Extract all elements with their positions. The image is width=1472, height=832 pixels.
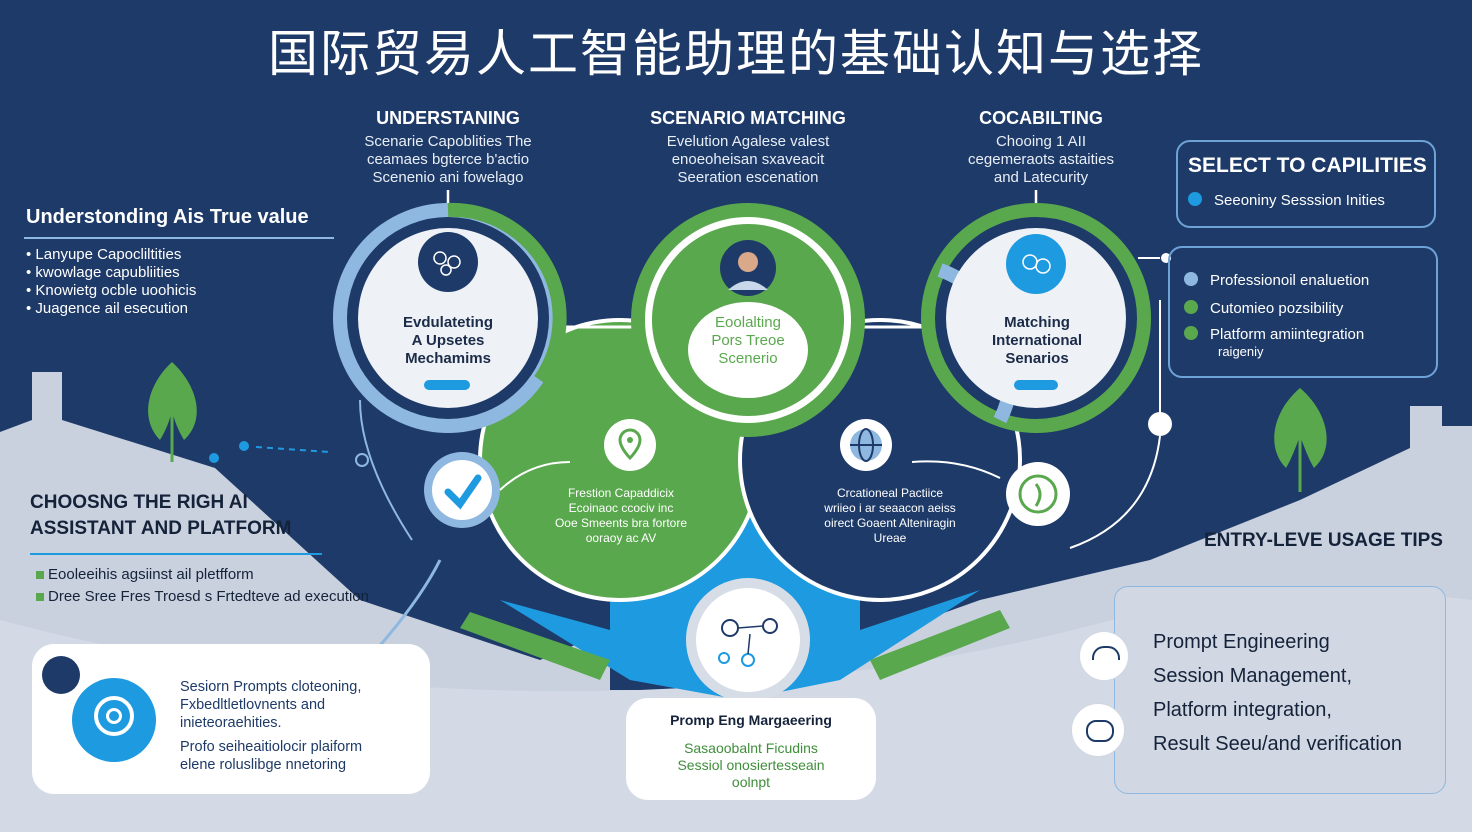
connector-dot bbox=[1148, 412, 1172, 436]
cocabilting-line: cegemeraots astaities bbox=[968, 151, 1114, 168]
scenario-matching-header-block: SCENARIO MATCHING Evelution Agalese vale… bbox=[618, 108, 878, 187]
bullet-dot-icon bbox=[1184, 326, 1198, 340]
select-capabilities-heading: SELECT TO CAPILITIES bbox=[1188, 154, 1427, 177]
list-item: Result Seeu/and verification bbox=[1153, 733, 1403, 755]
scenario-matching-heading: SCENARIO MATCHING bbox=[650, 108, 846, 128]
left-capability-list: • Lanyupe Capocliltities • kwowlage capu… bbox=[26, 246, 196, 318]
lower-right-text: Crcationeal Pactiice wriieo i ar seaacon… bbox=[824, 486, 956, 545]
entry-tips-heading: ENTRY-LEVE USAGE TIPS bbox=[1204, 530, 1443, 551]
session-card-text-2: Profo seiheaitiolocir plaiform elene rol… bbox=[180, 739, 363, 773]
list-item: • Juagence ail esecution bbox=[26, 300, 189, 317]
list-item: • kwowlage capubliities bbox=[26, 264, 180, 281]
left-tree-icon bbox=[148, 362, 197, 462]
scenario-matching-line: enoeoheisan sxaveacit bbox=[671, 151, 825, 168]
funnel-left-green bbox=[460, 612, 610, 680]
select-capabilities-box: SELECT TO CAPILITIES Seeoniny Sesssion I… bbox=[1176, 140, 1436, 228]
entry-tips-list: Prompt Engineering Session Management, P… bbox=[1153, 625, 1402, 761]
feature-item: Platform amiintegration bbox=[1184, 326, 1364, 343]
select-capabilities-item: Seeoniny Sesssion Inities bbox=[1188, 192, 1385, 209]
right-tree-icon bbox=[1274, 388, 1327, 492]
session-card-text-1: Sesiorn Prompts cloteoning, Fxbedltletlo… bbox=[180, 679, 362, 731]
page-title: 国际贸易人工智能助理的基础认知与选择 bbox=[268, 25, 1204, 83]
funnel-right-green bbox=[870, 610, 1010, 680]
bullet-dot-icon bbox=[1184, 272, 1198, 286]
lower-left-text: Frestion Capaddicix Ecoinaoc ccociv inc … bbox=[554, 486, 688, 545]
bullet-dot-icon bbox=[1184, 300, 1198, 314]
cloud-icon bbox=[1071, 703, 1125, 757]
leaf-badge-icon bbox=[1006, 462, 1070, 526]
card-badge-icon bbox=[42, 656, 80, 694]
choosing-heading: CHOOSNG THE RIGH AI ASSISTANT AND PLATFO… bbox=[30, 492, 292, 539]
list-item: • Knowietg ocble uoohicis bbox=[26, 282, 197, 299]
cocabilting-line: and Latecurity bbox=[993, 169, 1089, 186]
location-pin-icon bbox=[604, 419, 656, 471]
choosing-list: Eooleeihis agsiinst ail pletfform Dree S… bbox=[36, 564, 369, 608]
prompt-card-heading: Promp Eng Margaeering bbox=[670, 712, 832, 728]
list-item: Eooleeihis agsiinst ail pletfform bbox=[36, 564, 369, 586]
understanding-line: Scenarie Capoblities The bbox=[364, 133, 532, 150]
list-item: Prompt Engineering bbox=[1153, 631, 1330, 653]
location-badge-icon bbox=[72, 678, 156, 762]
cocabilting-line: Chooing 1 AII bbox=[995, 133, 1087, 150]
list-item: Platform integration, bbox=[1153, 699, 1332, 721]
cocabilting-header-block: COCABILTING Chooing 1 AII cegemeraots as… bbox=[916, 108, 1166, 187]
entry-tips-box: Prompt Engineering Session Management, P… bbox=[1071, 586, 1446, 794]
understanding-value-heading: Understonding Ais True value bbox=[26, 206, 309, 228]
feature-item: Professionoil enaluetion bbox=[1184, 272, 1369, 289]
understanding-line: Scenenio ani fowelago bbox=[372, 169, 524, 186]
list-item: Dree Sree Fres Troesd s Frtedteve ad exe… bbox=[36, 586, 369, 608]
scenario-matching-line: Evelution Agalese valest bbox=[666, 133, 830, 150]
list-item: Session Management, bbox=[1153, 665, 1353, 687]
prompt-engineering-card: Promp Eng Margaeering Sasaoobalnt Ficudi… bbox=[626, 698, 876, 800]
bullet-dot-icon bbox=[1188, 192, 1202, 206]
understanding-heading: UNDERSTANING bbox=[376, 108, 520, 128]
understanding-line: ceamaes bgterce b'actio bbox=[366, 151, 530, 168]
cocabilting-heading: COCABILTING bbox=[979, 108, 1103, 128]
feature-tail: raigeniy bbox=[1218, 344, 1264, 359]
feature-item: Cutomieo pozsibility bbox=[1184, 300, 1343, 317]
scenario-matching-line: Seeration escenation bbox=[677, 169, 819, 186]
understanding-header-block: UNDERSTANING Scenarie Capoblities The ce… bbox=[318, 108, 578, 187]
session-card: Sesiorn Prompts cloteoning, Fxbedltletlo… bbox=[32, 644, 430, 794]
features-box: Professionoil enaluetion Cutomieo pozsib… bbox=[1168, 246, 1438, 378]
prompt-card-text: Sasaoobalnt Ficudins Sessiol onosiertess… bbox=[677, 740, 825, 790]
list-item: • Lanyupe Capocliltities bbox=[26, 246, 182, 263]
umbrella-icon bbox=[1079, 631, 1129, 681]
